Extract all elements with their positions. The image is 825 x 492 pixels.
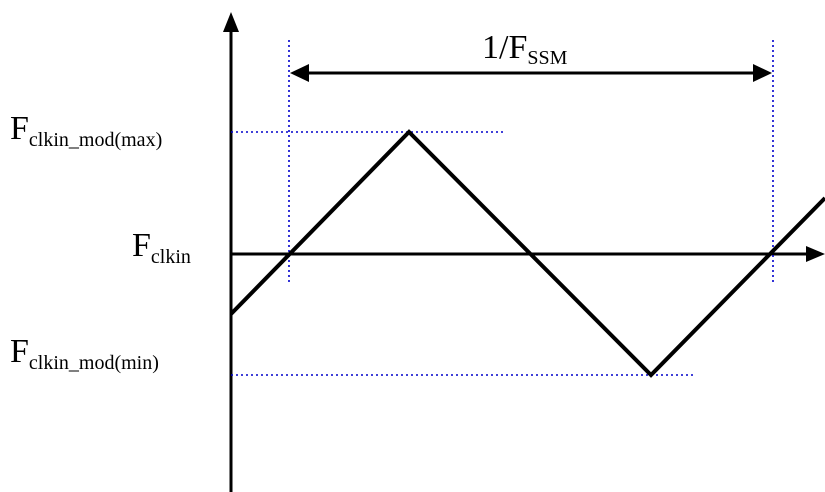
period-label-prefix: 1/F <box>482 29 527 66</box>
period-label-subscript: SSM <box>527 47 567 69</box>
center-level-label-base: F <box>132 227 151 264</box>
min-level-label-subscript: clkin_mod(min) <box>29 352 159 374</box>
period-label: 1/FSSM <box>482 29 568 69</box>
max-level-label-base: F <box>10 110 29 147</box>
max-level-label-subscript: clkin_mod(max) <box>29 129 162 151</box>
x-axis-arrowhead <box>806 246 825 262</box>
period-arrow-left-head <box>290 64 309 82</box>
period-arrow-right-head <box>753 64 772 82</box>
center-level-label-subscript: clkin <box>151 246 191 268</box>
min-level-label: Fclkin_mod(min) <box>10 333 159 374</box>
center-level-label: Fclkin <box>132 227 191 268</box>
y-axis-arrowhead <box>223 12 239 32</box>
triangle-waveform <box>229 129 825 378</box>
min-level-label-base: F <box>10 333 29 370</box>
max-level-label: Fclkin_mod(max) <box>10 110 162 151</box>
